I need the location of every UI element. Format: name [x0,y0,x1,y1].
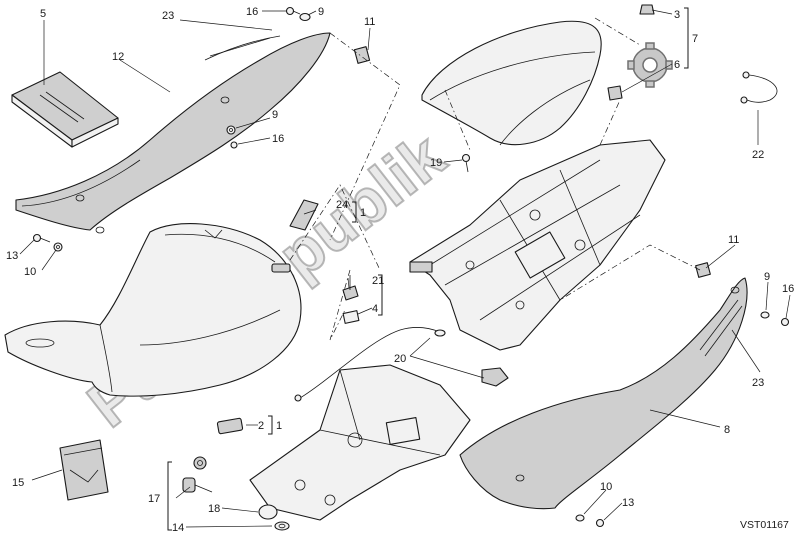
callout-9-right: 9 [764,271,770,283]
callout-9-left: 9 [272,109,278,121]
callout-23-right: 23 [752,377,764,389]
ignition-lock-bracket[interactable] [216,417,244,435]
screw-right-bottom[interactable] [595,518,605,528]
callout-12: 12 [112,51,124,63]
assembly-line-2 [594,17,641,46]
callout-16-top: 16 [246,6,258,18]
undertray-battery-box[interactable] [249,364,471,521]
seat-lock-cable[interactable] [294,327,446,402]
ignition-key[interactable] [182,477,213,493]
bracket-group-3-7-6 [684,7,689,69]
callout-10-right: 10 [600,481,612,493]
callout-22: 22 [752,149,764,161]
bracket-group-24 [352,201,357,223]
callout-15: 15 [12,477,24,489]
rubber-bumper-top[interactable] [639,4,655,15]
clip-right[interactable] [695,262,711,278]
bracket-group-2 [268,415,273,435]
callout-24: 24 [336,199,348,211]
washer-left-top[interactable] [226,125,236,135]
lock-cylinder[interactable] [193,456,207,470]
callout-21: 21 [372,275,384,287]
screw-top-center[interactable] [285,6,301,16]
callout-1-bottom: 1 [276,420,282,432]
callout-20: 20 [394,353,406,365]
assembly-line-5 [329,269,351,341]
callout-17: 17 [148,493,160,505]
callout-13-right: 13 [622,497,634,509]
callout-18: 18 [208,503,220,515]
screw-left-bottom[interactable] [32,233,51,243]
callout-4: 4 [372,303,378,315]
clip-top[interactable] [353,46,371,64]
lock-mechanism[interactable] [481,367,509,387]
tool-bag[interactable] [59,439,109,501]
gear-logo-icon [627,42,673,88]
bracket-group-17-14 [167,461,172,531]
left-side-cover[interactable] [15,32,331,234]
right-side-cover[interactable] [459,277,748,510]
assembly-line-7 [599,99,621,146]
callout-6: 6 [674,59,680,71]
drawing-reference-code: VST01167 [740,519,789,531]
rider-seat[interactable] [4,223,302,397]
callout-11-right: 11 [728,234,739,246]
callouts: 5 12 23 16 9 11 9 16 13 10 3 7 6 22 19 2… [6,6,794,534]
assembly-line-3 [444,89,471,151]
seat-lock-hook[interactable] [342,275,359,301]
callout-19: 19 [430,157,442,169]
callout-16-right: 16 [782,283,794,295]
callout-2: 2 [258,420,264,432]
seat-lock-cable-short[interactable] [740,71,778,104]
callout-14: 14 [172,522,184,534]
screw-right-top[interactable] [780,317,790,327]
callout-13-left: 13 [6,250,18,262]
callout-8: 8 [724,424,730,436]
callout-5: 5 [40,8,46,20]
washer-right-top[interactable] [760,311,770,319]
owner-manual-booklet[interactable] [11,71,119,148]
screw-left-top[interactable] [230,141,238,149]
rear-subframe[interactable] [409,139,666,351]
washer-right-bottom[interactable] [575,514,585,522]
assembly-line-6 [559,244,701,301]
assembly-line-1 [329,32,401,241]
washer-left-bottom[interactable] [53,242,63,252]
callout-16-left: 16 [272,133,284,145]
passenger-seat[interactable] [421,20,602,146]
callout-3: 3 [674,9,680,21]
leader-lines [19,9,791,528]
callout-1-top: 1 [360,207,366,219]
callout-10-left: 10 [24,266,36,278]
lock-barrel[interactable] [258,504,278,520]
screw-subframe[interactable] [461,153,471,173]
lock-washer[interactable] [274,521,290,531]
seat-rubber-pad[interactable] [289,199,319,231]
callout-7: 7 [692,33,698,45]
bracket-group-21-4 [378,274,383,316]
callout-11-top: 11 [364,16,375,28]
callout-23-top: 23 [162,10,174,22]
rubber-bumper-lower[interactable] [607,85,623,101]
washer-top-center[interactable] [299,12,311,22]
callout-9-top: 9 [318,6,324,18]
assembly-line-4 [289,184,381,271]
seat-lock-bracket[interactable] [342,310,360,324]
